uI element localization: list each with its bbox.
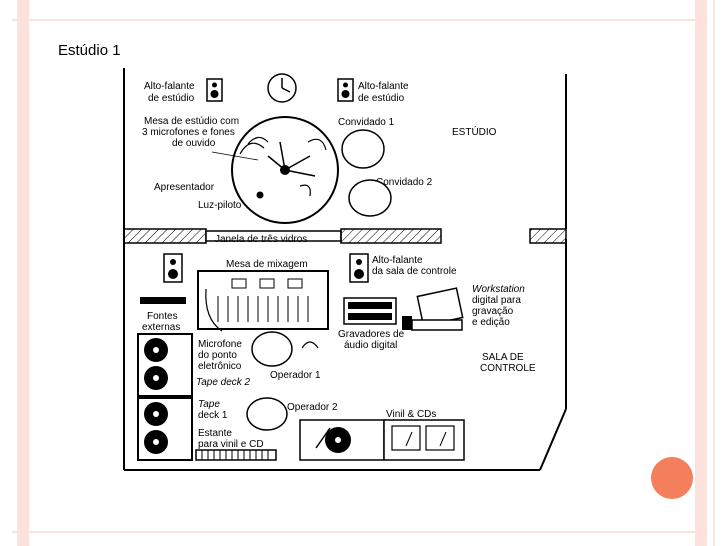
presenter-label: Apresentador xyxy=(154,182,215,193)
studio-speaker-right-label-2: de estúdio xyxy=(358,93,405,104)
control-room-label: SALA DE xyxy=(482,352,524,363)
external-sources-label-2: externas xyxy=(142,322,180,333)
operator-2-label: Operador 2 xyxy=(287,402,338,413)
slide-title: Estúdio 1 xyxy=(58,42,121,59)
tape-deck-1 xyxy=(137,397,193,461)
operator-1-label: Operador 1 xyxy=(270,370,321,381)
studio-room-label: ESTÚDIO xyxy=(452,125,497,138)
control-speaker-label-2: da sala de controle xyxy=(372,266,457,277)
vinyl-cd-label: Vinil & CDs xyxy=(386,409,436,420)
mic-label: Microfone xyxy=(198,339,242,350)
studio-table xyxy=(231,116,339,224)
operator-2-chair xyxy=(246,397,288,431)
workstation-label-2: digital para xyxy=(472,295,521,306)
workstation-label-3: gravação xyxy=(472,306,514,317)
tape-deck-1-label-2: deck 1 xyxy=(198,410,228,421)
guest-2-chair xyxy=(348,179,392,217)
walls xyxy=(123,68,567,471)
control-speaker-left xyxy=(163,253,183,283)
external-sources-strip xyxy=(140,297,186,304)
shelf-label-2: para vinil e CD xyxy=(198,439,264,450)
frame-right-line xyxy=(713,0,715,546)
studio-speaker-right-label: Alto-falante xyxy=(358,81,409,92)
recorders-label-2: áudio digital xyxy=(344,340,397,351)
decorative-orange-dot xyxy=(651,457,693,499)
control-speaker-right xyxy=(349,253,369,283)
frame-right-bar xyxy=(695,0,707,546)
operator-1-chair xyxy=(251,331,319,367)
tape-deck-2-label: Tape deck 2 xyxy=(196,377,251,388)
control-speaker-label: Alto-falante xyxy=(372,255,423,266)
guest-1-chair xyxy=(341,129,385,169)
recorders-label: Gravadores de xyxy=(338,329,405,340)
guest-1-label: Convidado 1 xyxy=(338,117,395,128)
studio-table-label: Mesa de estúdio com xyxy=(144,116,239,127)
studio-speaker-left-label-2: de estúdio xyxy=(148,93,195,104)
frame-bottom-line xyxy=(12,531,708,533)
studio-speaker-left xyxy=(206,78,223,102)
workstation-computer-icon xyxy=(402,287,464,331)
workstation-label-4: e edição xyxy=(472,317,510,328)
studio-table-label-3: de ouvido xyxy=(172,138,216,149)
mixer-label: Mesa de mixagem xyxy=(226,259,308,270)
mixing-desk xyxy=(197,270,329,332)
studio-speaker-right xyxy=(337,78,354,102)
record-shelf xyxy=(195,449,277,461)
frame-left-bar xyxy=(17,0,29,546)
clock-icon xyxy=(267,73,297,103)
window-wall xyxy=(123,228,567,244)
studio-table-label-2: 3 microfones e fones xyxy=(142,127,235,138)
shelf-label: Estante xyxy=(198,428,232,439)
pilot-light-label: Luz-piloto xyxy=(198,200,242,211)
studio-floor-plan: Alto-falante de estúdio Alto-falante de … xyxy=(120,64,570,476)
window-label: Janela de três vidros xyxy=(215,234,307,245)
vinyl-cd-console xyxy=(299,419,465,461)
workstation-label: Workstation xyxy=(472,284,525,295)
guest-2-label: Convidado 2 xyxy=(376,177,433,188)
control-room-label-2: CONTROLE xyxy=(480,363,536,374)
tape-deck-2 xyxy=(137,333,193,397)
tape-deck-1-label: Tape xyxy=(198,399,220,410)
studio-speaker-left-label: Alto-falante xyxy=(144,81,195,92)
digital-recorders xyxy=(343,297,397,325)
mic-label-3: eletrônico xyxy=(198,361,242,372)
frame-top-line xyxy=(12,19,708,21)
external-sources-label: Fontes xyxy=(147,311,178,322)
mic-label-2: do ponto xyxy=(198,350,237,361)
